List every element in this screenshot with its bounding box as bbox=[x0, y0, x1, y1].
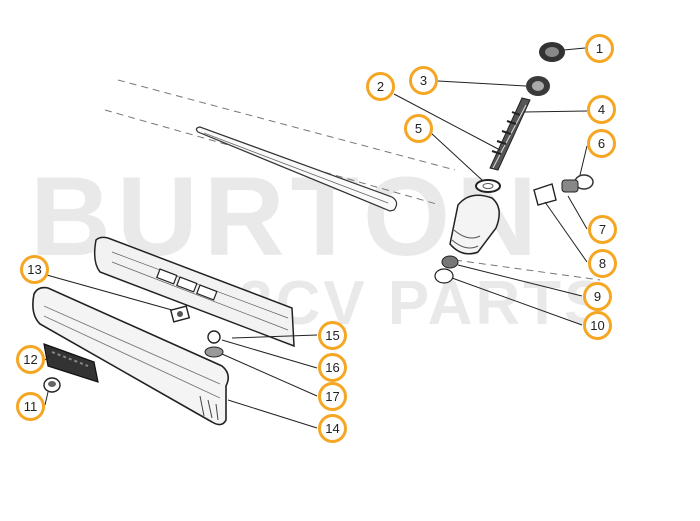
part-1-knurled-nut bbox=[539, 42, 565, 62]
callout-2[interactable]: 2 bbox=[366, 72, 395, 101]
callout-8[interactable]: 8 bbox=[588, 249, 617, 278]
callout-1[interactable]: 1 bbox=[585, 34, 614, 63]
callout-17[interactable]: 17 bbox=[318, 382, 347, 411]
guide-line-right bbox=[454, 259, 601, 281]
part-13-nut bbox=[169, 305, 191, 323]
callout-7[interactable]: 7 bbox=[588, 215, 617, 244]
part-5-washer bbox=[475, 179, 501, 193]
callout-12[interactable]: 12 bbox=[16, 345, 45, 374]
part-4-spindle bbox=[489, 97, 531, 171]
part-15-bumper-strip bbox=[93, 236, 295, 348]
callout-4[interactable]: 4 bbox=[587, 95, 616, 124]
blade-outline bbox=[195, 126, 398, 212]
callout-3[interactable]: 3 bbox=[409, 66, 438, 95]
callout-10[interactable]: 10 bbox=[583, 311, 612, 340]
callout-13[interactable]: 13 bbox=[20, 255, 49, 284]
part-11-cap-nut bbox=[43, 377, 61, 393]
callout-15[interactable]: 15 bbox=[318, 321, 347, 350]
part-9-10-bush-and-cap bbox=[434, 255, 459, 284]
callout-16[interactable]: 16 bbox=[318, 353, 347, 382]
callout-11[interactable]: 11 bbox=[16, 392, 45, 421]
leader-lines bbox=[35, 47, 588, 429]
part-14-bumper-strip bbox=[32, 286, 230, 426]
callout-5[interactable]: 5 bbox=[404, 114, 433, 143]
guide-line-upper bbox=[117, 79, 456, 171]
rubber-boot bbox=[449, 194, 500, 255]
callout-9[interactable]: 9 bbox=[583, 282, 612, 311]
callout-14[interactable]: 14 bbox=[318, 414, 347, 443]
callout-6[interactable]: 6 bbox=[587, 129, 616, 158]
part-3-spacer bbox=[526, 76, 550, 96]
part-6-7-clip-and-spring bbox=[533, 174, 594, 206]
part-16-17-bolt-and-plate bbox=[204, 330, 224, 358]
